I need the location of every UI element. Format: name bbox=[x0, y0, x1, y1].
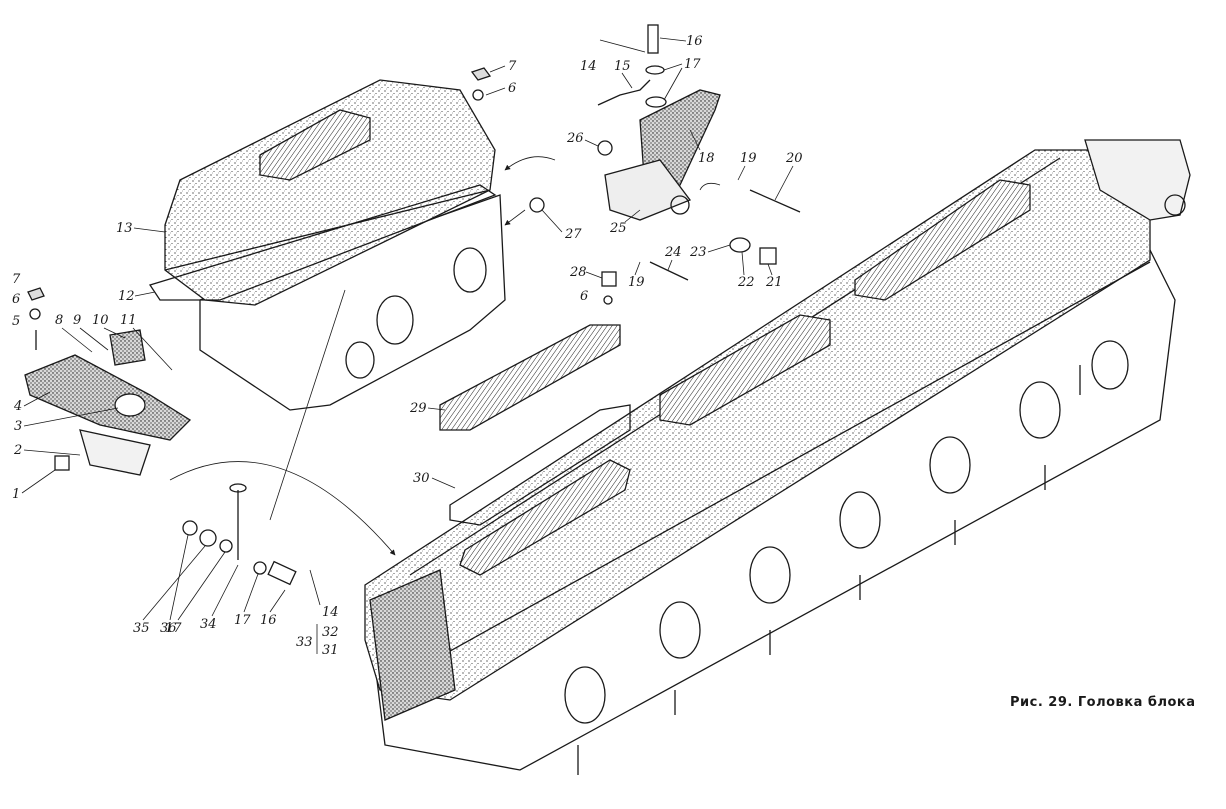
gasket-12 bbox=[148, 184, 497, 301]
assembly-arrows bbox=[169, 156, 721, 556]
gasket-29 bbox=[439, 324, 621, 431]
callout-26: 26 bbox=[566, 131, 584, 146]
callout-16b: 16 bbox=[260, 613, 277, 628]
callout-25: 25 bbox=[609, 221, 627, 236]
callout-33: 33 bbox=[296, 635, 313, 650]
callout-6c: 6 bbox=[580, 289, 588, 304]
callout-31: 31 bbox=[322, 643, 339, 658]
callout-19b: 19 bbox=[628, 275, 645, 290]
callout-17b: 17 bbox=[165, 621, 182, 636]
callout-9: 9 bbox=[73, 313, 81, 328]
callout-23: 23 bbox=[689, 245, 707, 260]
callout-22: 22 bbox=[737, 275, 755, 290]
callout-7a: 7 bbox=[12, 272, 21, 287]
gasket-30 bbox=[449, 404, 631, 526]
callout-12: 12 bbox=[118, 289, 135, 304]
callout-14a: 14 bbox=[580, 59, 597, 74]
cylinder-head-main bbox=[364, 139, 1191, 775]
callout-28: 28 bbox=[569, 265, 587, 280]
figure-caption: Рис. 29. Головка блока bbox=[1010, 695, 1196, 710]
head-inspection-covers bbox=[459, 179, 1031, 576]
callout-11: 11 bbox=[120, 313, 137, 328]
callout-8: 8 bbox=[55, 313, 63, 328]
callout-7b: 7 bbox=[508, 59, 517, 74]
callout-14b: 14 bbox=[322, 605, 339, 620]
callout-15: 15 bbox=[614, 59, 631, 74]
callouts: 1 2 3 4 5 6 7 8 9 10 11 12 13 6 7 14 15 … bbox=[12, 34, 803, 658]
callout-17c: 17 bbox=[234, 613, 251, 628]
callout-32: 32 bbox=[322, 625, 339, 640]
callout-2: 2 bbox=[13, 443, 22, 458]
callout-35: 35 bbox=[133, 621, 150, 636]
callout-18: 18 bbox=[698, 151, 715, 166]
callout-29: 29 bbox=[409, 401, 427, 416]
callout-3: 3 bbox=[14, 419, 22, 434]
callout-30: 30 bbox=[413, 471, 430, 486]
lower-fittings bbox=[182, 483, 297, 586]
bracket-assembly bbox=[24, 329, 192, 476]
callout-27: 27 bbox=[564, 227, 582, 242]
callout-19a: 19 bbox=[740, 151, 757, 166]
callout-4: 4 bbox=[13, 399, 22, 414]
fasteners bbox=[27, 24, 801, 471]
callout-36: 36 bbox=[160, 621, 177, 636]
callout-6b: 6 bbox=[508, 81, 516, 96]
head-ports bbox=[564, 340, 1129, 724]
cylinder-head-small bbox=[199, 194, 506, 411]
callout-1: 1 bbox=[12, 487, 20, 502]
callout-17a: 17 bbox=[684, 57, 701, 72]
callout-24: 24 bbox=[664, 245, 682, 260]
water-elbow bbox=[604, 89, 721, 221]
valve-cover bbox=[164, 79, 496, 306]
callout-20: 20 bbox=[785, 151, 803, 166]
callout-21: 21 bbox=[765, 275, 783, 290]
callout-34: 34 bbox=[200, 617, 217, 632]
callout-16a: 16 bbox=[686, 34, 703, 49]
callout-10: 10 bbox=[92, 313, 109, 328]
head-studs bbox=[577, 365, 1081, 775]
callout-5: 5 bbox=[12, 314, 20, 329]
pipe-15 bbox=[597, 79, 651, 106]
callout-6a: 6 bbox=[12, 292, 20, 307]
callout-13: 13 bbox=[116, 221, 133, 236]
